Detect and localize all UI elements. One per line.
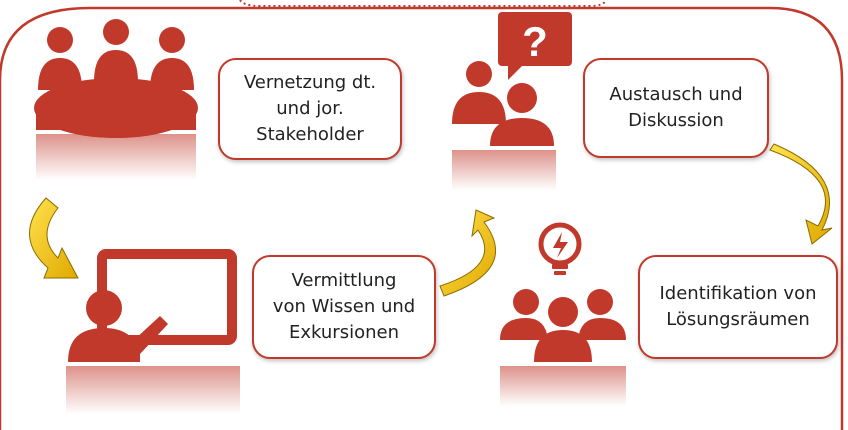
step-box-austausch: Austausch und Diskussion — [583, 58, 769, 158]
svg-text:?: ? — [522, 18, 548, 65]
idea-team-icon — [500, 222, 626, 406]
round-table-meeting-icon — [34, 19, 198, 180]
arrow-left-down-icon — [29, 197, 79, 279]
outer-frame — [0, 6, 844, 430]
arrow-center-up-icon — [439, 209, 497, 297]
presenter-board-icon — [66, 249, 240, 414]
step-box-vernetzung: Vernetzung dt. und jor. Stakeholder — [218, 58, 402, 160]
top-dotted-line — [239, 0, 607, 7]
question-discussion-icon: ? — [452, 12, 572, 190]
arrow-right-down-icon — [769, 143, 833, 245]
step-box-identifikation: Identifikation von Lösungsräumen — [638, 255, 838, 359]
step-box-vermittlung: Vermittlung von Wissen und Exkursionen — [252, 255, 436, 359]
